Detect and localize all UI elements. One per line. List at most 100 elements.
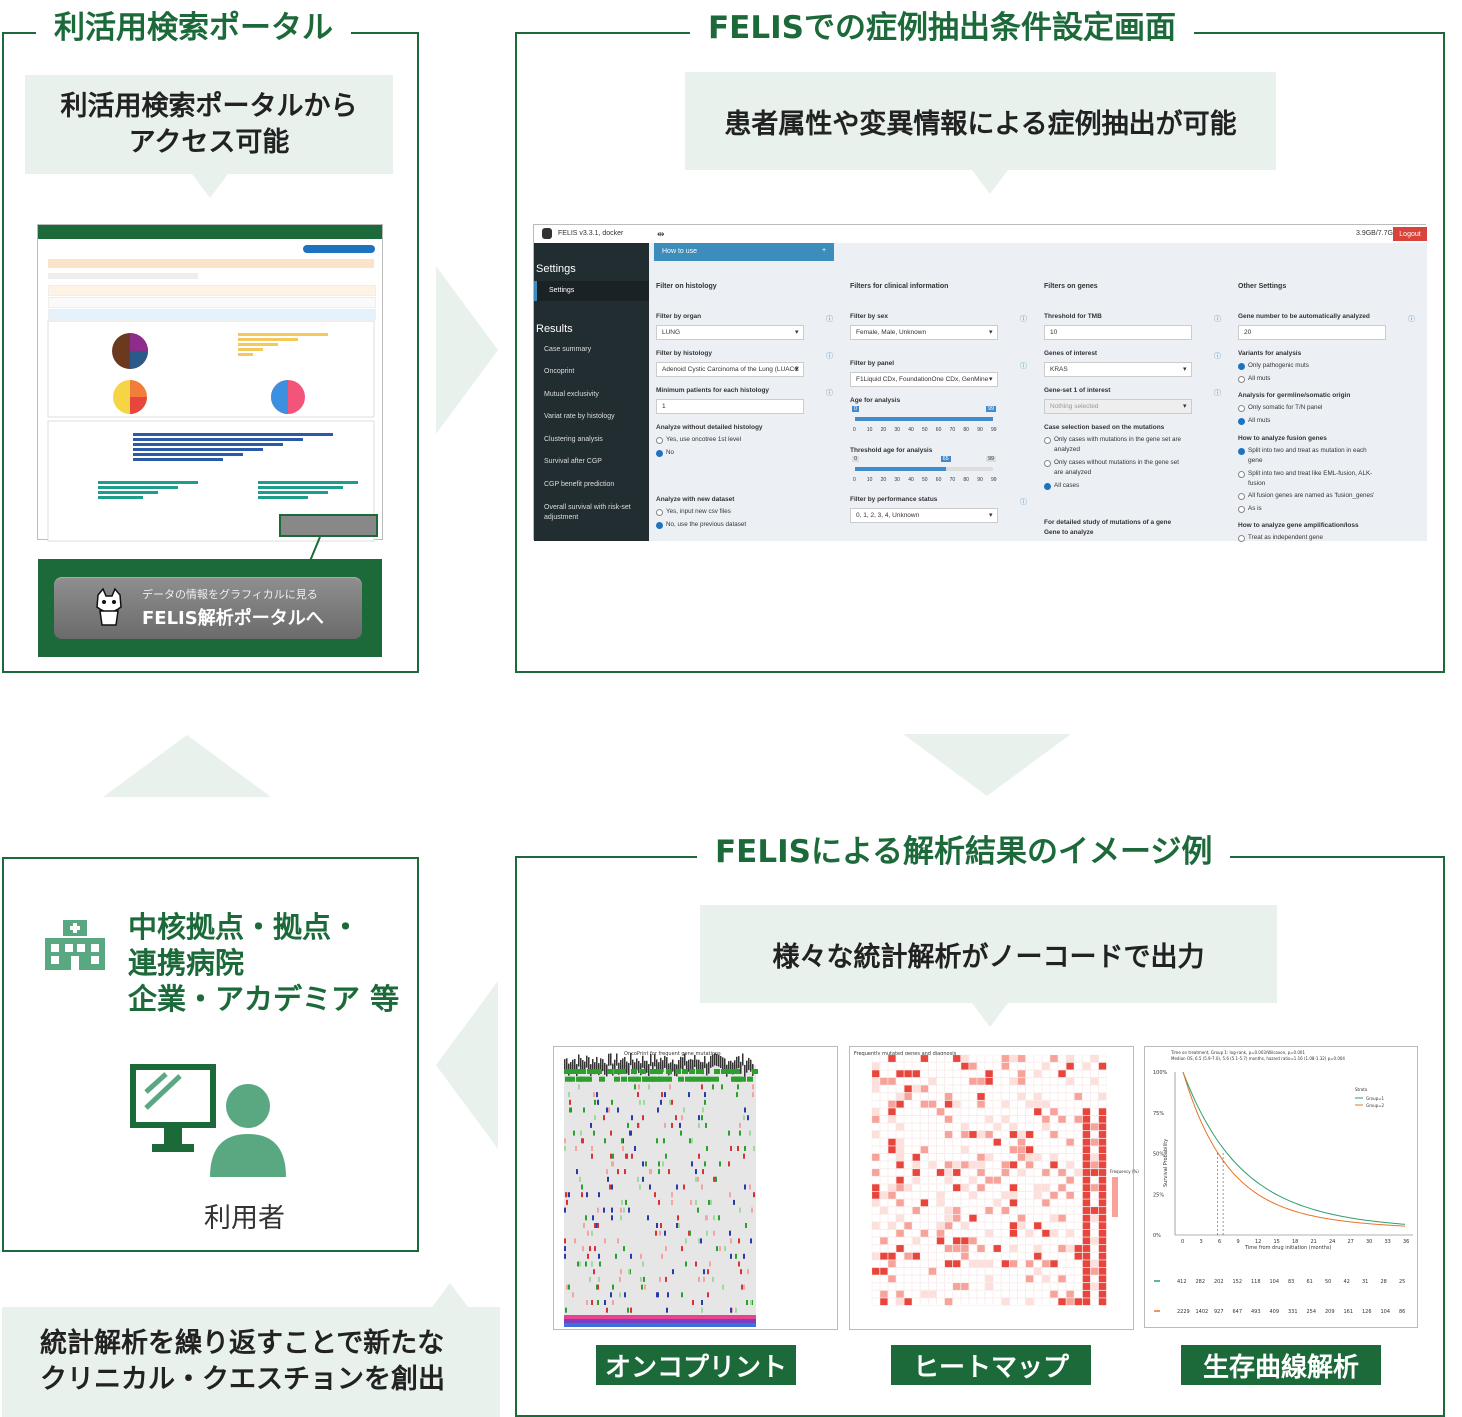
felis-portal-button[interactable]: データの情報をグラフィカルに見る FELIS解析ポータルへ	[54, 577, 362, 639]
oncoprint-cell	[612, 1153, 614, 1159]
radio-col4-germ-opt1[interactable]	[1238, 405, 1245, 412]
radio-col4-germ-opt2[interactable]	[1238, 418, 1245, 425]
sidebar-item-overall-survival[interactable]: Overall survival with risk-set adjustmen…	[544, 504, 631, 521]
setting-input-col1-minpat-value[interactable]: 1	[656, 399, 804, 414]
radio-col1-detail-opt2[interactable]	[656, 450, 663, 457]
sidebar-item-clustering[interactable]: Clustering analysis	[544, 436, 603, 443]
oncoprint-svg: OncoPrint for frequent gene mutations	[564, 1051, 758, 1327]
heatmap-cell	[1098, 1123, 1107, 1131]
oncoprint-cell	[572, 1292, 574, 1298]
heatmap-cell	[969, 1298, 977, 1306]
help-icon[interactable]: ⓘ	[826, 353, 833, 360]
help-icon[interactable]: ⓘ	[1020, 499, 1027, 506]
sidebar-item-oncoprint[interactable]: Oncoprint	[544, 368, 575, 375]
heatmap-cell	[1082, 1214, 1091, 1222]
oncoprint-cell	[637, 1092, 639, 1098]
heatmap-cell	[1033, 1260, 1042, 1268]
heatmap-cell	[888, 1138, 896, 1146]
heatmap-cell	[880, 1222, 888, 1230]
heatmap-cell	[871, 1100, 880, 1108]
oncoprint-cell	[642, 1161, 644, 1167]
heatmap-cell	[928, 1237, 937, 1245]
sidebar-item-survival[interactable]: Survival after CGP	[544, 458, 602, 465]
radio-col3-case-opt2a[interactable]	[1044, 460, 1051, 467]
oncoprint-cell	[698, 1153, 700, 1159]
help-icon[interactable]: ⓘ	[1020, 363, 1027, 370]
heatmap-cell	[871, 1115, 880, 1123]
oncoprint-cell	[599, 1261, 601, 1267]
heatmap-cell	[1009, 1199, 1018, 1207]
heatmap-cell	[960, 1222, 969, 1230]
help-icon[interactable]: ⓘ	[1020, 316, 1027, 323]
heatmap-cell	[936, 1062, 945, 1070]
setting-input-col4-gn-value[interactable]: 20	[1238, 325, 1386, 340]
radio-col4-fus-opt1a[interactable]	[1238, 448, 1245, 455]
help-icon[interactable]: ⓘ	[1214, 353, 1221, 360]
heatmap-cell	[896, 1108, 904, 1116]
heatmap-cell	[1066, 1176, 1074, 1184]
radio-col4-fus-opt2a[interactable]	[1238, 471, 1245, 478]
oncoprint-cell	[642, 1115, 644, 1121]
radio-col4-fus-opt3[interactable]	[1238, 493, 1245, 500]
how-to-use-box[interactable]: How to use +	[654, 243, 834, 261]
sidebar-item-case-summary[interactable]: Case summary	[544, 346, 592, 353]
heatmap-cell	[920, 1062, 929, 1070]
km-risk-count: 202	[1214, 1279, 1224, 1285]
heatmap-cell	[1017, 1054, 1026, 1063]
heatmap-cell	[1025, 1168, 1034, 1177]
slider-age[interactable]	[855, 417, 993, 421]
radio-col4-var-opt1[interactable]	[1238, 363, 1245, 370]
radio-col1-dataset-opt2[interactable]	[656, 522, 663, 529]
sidebar-item-cgp-benefit[interactable]: CGP benefit prediction	[544, 481, 615, 488]
sidebar-item-mutual-exclusivity[interactable]: Mutual exclusivity	[544, 391, 599, 398]
oncoprint-cell	[595, 1069, 601, 1074]
hamburger-icon[interactable]: ⇹	[657, 229, 665, 239]
setting-select-col3-gs-value[interactable]: Nothing selected▾	[1044, 399, 1192, 414]
oncoprint-cell	[576, 1069, 582, 1074]
sidebar-item-variant-rate[interactable]: Variat rate by histology	[544, 413, 615, 420]
slider-thr[interactable]	[855, 467, 993, 471]
logout-button[interactable]: Logout	[1393, 227, 1427, 241]
help-icon[interactable]: ⓘ	[1408, 316, 1415, 323]
heatmap-cell	[928, 1260, 937, 1268]
radio-col4-amp-opt1[interactable]	[1238, 535, 1245, 542]
help-icon[interactable]: ⓘ	[826, 390, 833, 397]
radio-col1-detail-opt1[interactable]	[656, 437, 663, 444]
users-panel	[2, 857, 419, 1252]
km-xtick: 9	[1237, 1239, 1240, 1245]
heatmap-cell	[1001, 1092, 1010, 1101]
heatmap-cell	[904, 1070, 913, 1078]
heatmap-cell	[936, 1146, 945, 1154]
setting-select-col1-organ-value[interactable]: LUNG▾	[656, 325, 804, 340]
setting-select-col1-histology-value[interactable]: Adenoid Cystic Carcinoma of the Lung (LU…	[656, 362, 804, 377]
radio-col3-case-opt3[interactable]	[1044, 483, 1051, 490]
setting-select-col2-panel-value[interactable]: F1Liquid CDx, FoundationOne CDx, GenMine…	[850, 372, 998, 387]
radio-col4-var-opt2[interactable]	[1238, 376, 1245, 383]
heatmap-cell	[1033, 1244, 1042, 1253]
help-icon[interactable]: ⓘ	[826, 316, 833, 323]
km-risk-count: 493	[1251, 1309, 1261, 1315]
radio-col4-fus-opt4[interactable]	[1238, 506, 1245, 513]
setting-input-col3-tmb-value[interactable]: 10	[1044, 325, 1192, 340]
heatmap-cell	[1033, 1085, 1042, 1093]
oncoprint-tmb-bar	[670, 1062, 672, 1075]
oncoprint-cell	[706, 1146, 708, 1151]
km-curve-group2	[1182, 1071, 1406, 1227]
radio-label-col1-detail-opt1: Yes, use oncotree 1st level	[666, 436, 742, 443]
setting-select-col2-sex-value[interactable]: Female, Male, Unknown▾	[850, 325, 998, 340]
radio-col3-case-opt1a[interactable]	[1044, 437, 1051, 444]
heatmap-cell	[1042, 1054, 1050, 1063]
setting-select-col2-ps-value[interactable]: 0, 1, 2, 3, 4, Unknown▾	[850, 508, 998, 523]
heatmap-cell	[1074, 1153, 1083, 1161]
heatmap-cell	[888, 1229, 896, 1237]
help-icon[interactable]: ⓘ	[1214, 316, 1221, 323]
setting-select-col3-goi-value[interactable]: KRAS▾	[1044, 362, 1192, 377]
heatmap-cell	[1009, 1191, 1018, 1199]
heatmap-cell	[1058, 1115, 1066, 1123]
radio-col1-dataset-opt1[interactable]	[656, 509, 663, 516]
heatmap-cell	[1009, 1115, 1018, 1123]
help-icon[interactable]: ⓘ	[1214, 390, 1221, 397]
sidebar-item-settings[interactable]: Settings	[534, 281, 649, 301]
heatmap-cell	[880, 1237, 888, 1245]
heatmap-cell	[904, 1222, 913, 1230]
